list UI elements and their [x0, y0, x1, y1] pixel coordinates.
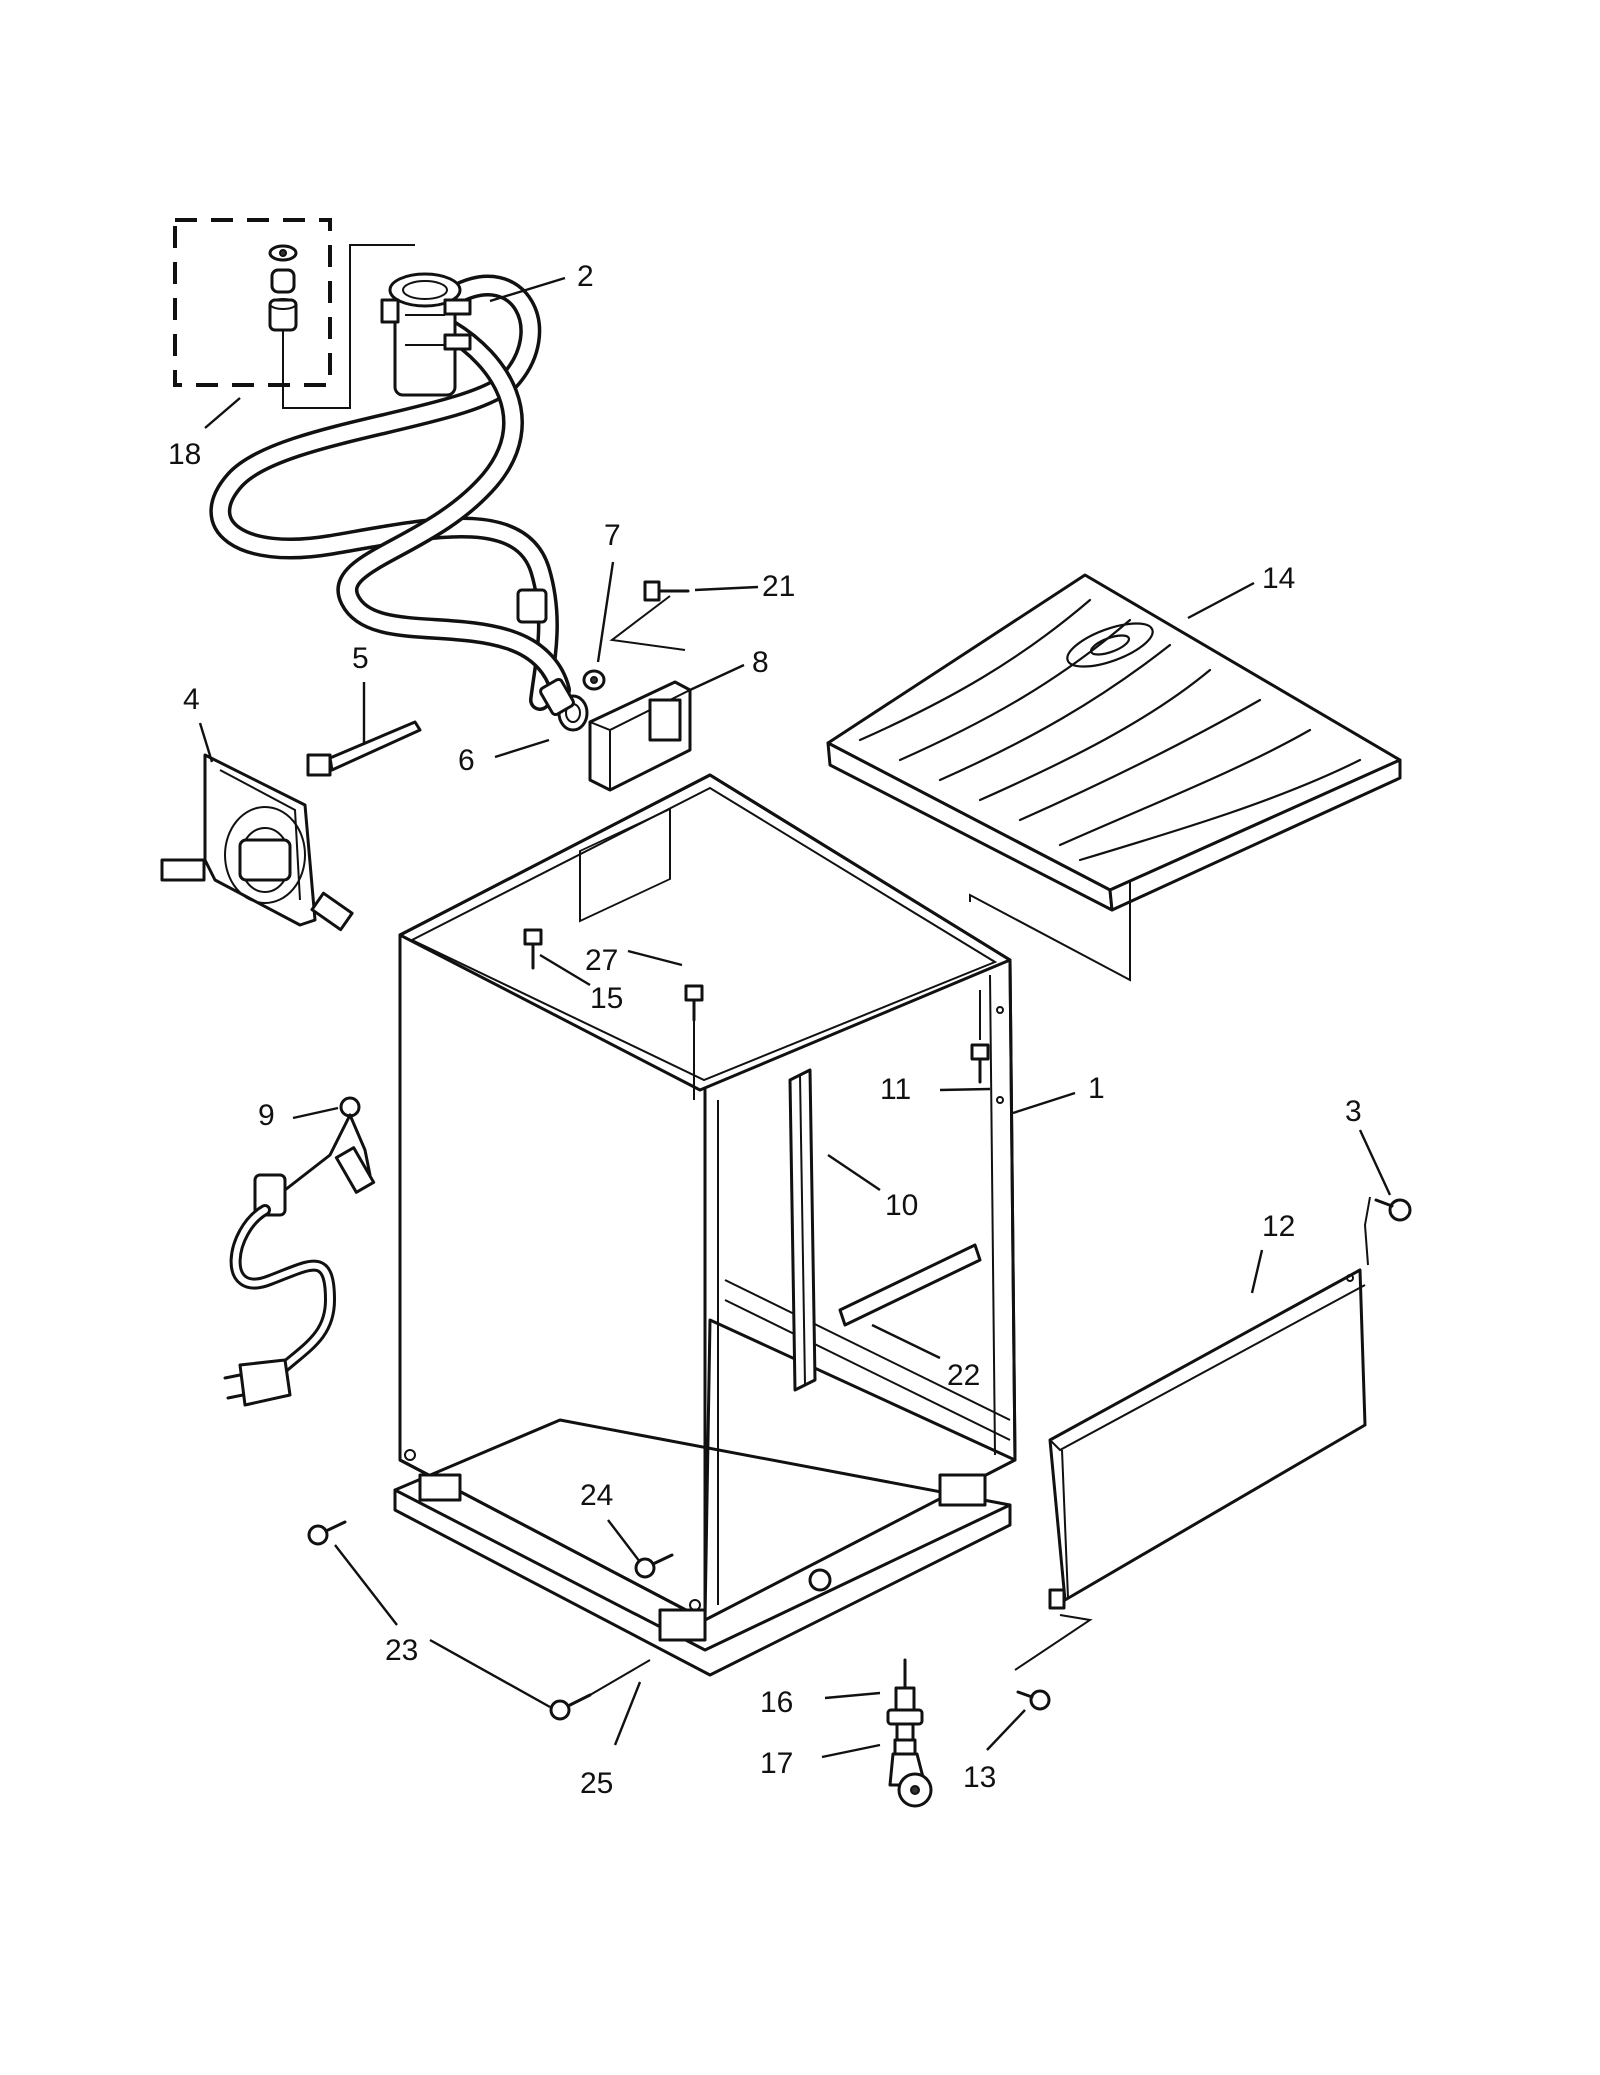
callout-22: 22 — [947, 1359, 980, 1392]
callout-labels: 2 18 5 4 6 7 8 21 14 1 3 12 10 11 22 9 1… — [168, 260, 1362, 1800]
callout-14: 14 — [1262, 562, 1295, 595]
callout-13: 13 — [963, 1761, 996, 1794]
callout-21: 21 — [762, 570, 795, 603]
callout-12: 12 — [1262, 1210, 1295, 1243]
part-17-caster[interactable] — [888, 1738, 933, 1808]
part-2-water-valve-hose[interactable] — [209, 272, 571, 711]
callout-8: 8 — [752, 646, 769, 679]
callout-27: 27 — [585, 944, 618, 977]
part-11-screw[interactable] — [970, 990, 990, 1084]
part-5-cable-tie[interactable] — [306, 720, 422, 777]
callout-5: 5 — [352, 642, 369, 675]
callout-17: 17 — [760, 1747, 793, 1780]
callout-16: 16 — [760, 1686, 793, 1719]
part-6-hose-clamp[interactable] — [539, 677, 589, 732]
part-27-screw[interactable] — [684, 984, 704, 1100]
callout-2: 2 — [577, 260, 594, 293]
part-24-screw[interactable] — [634, 1553, 674, 1579]
part-23-screw-b[interactable] — [549, 1659, 651, 1721]
part-16-leveling-leg[interactable] — [886, 1658, 924, 1742]
part-7-washer[interactable] — [582, 669, 606, 691]
part-9-power-cord[interactable] — [223, 1096, 376, 1407]
part-21-screw[interactable] — [609, 580, 690, 651]
part-15-screw[interactable] — [523, 928, 543, 970]
part-4-console-bracket[interactable] — [160, 753, 354, 932]
part-22-rail[interactable] — [838, 1243, 982, 1327]
part-3-screw[interactable] — [1363, 1196, 1412, 1266]
callout-23: 23 — [385, 1634, 418, 1667]
callout-7: 7 — [604, 519, 621, 552]
callout-6: 6 — [458, 744, 475, 777]
callout-24: 24 — [580, 1479, 613, 1512]
part-1-cabinet[interactable] — [398, 773, 1017, 1622]
callout-3: 3 — [1345, 1095, 1362, 1128]
callout-11: 11 — [880, 1073, 911, 1106]
callout-18: 18 — [168, 438, 201, 471]
part-23-screw-a[interactable] — [307, 1520, 347, 1546]
callout-15: 15 — [590, 982, 623, 1015]
part-8-bracket[interactable] — [588, 680, 692, 792]
part-14-wood-top[interactable] — [826, 573, 1402, 982]
callout-25: 25 — [580, 1767, 613, 1800]
part-10-channel[interactable] — [788, 1068, 817, 1392]
callout-10: 10 — [885, 1189, 918, 1222]
callout-1: 1 — [1088, 1072, 1105, 1105]
part-13-screw[interactable] — [1016, 1689, 1051, 1711]
callout-9: 9 — [258, 1099, 275, 1132]
part-25-base-frame[interactable] — [393, 1418, 1012, 1677]
part-12-front-panel[interactable] — [1014, 1268, 1367, 1671]
callout-leaders — [198, 276, 1392, 1759]
part-18-seal-kit[interactable] — [173, 218, 415, 409]
callout-4: 4 — [183, 683, 200, 716]
